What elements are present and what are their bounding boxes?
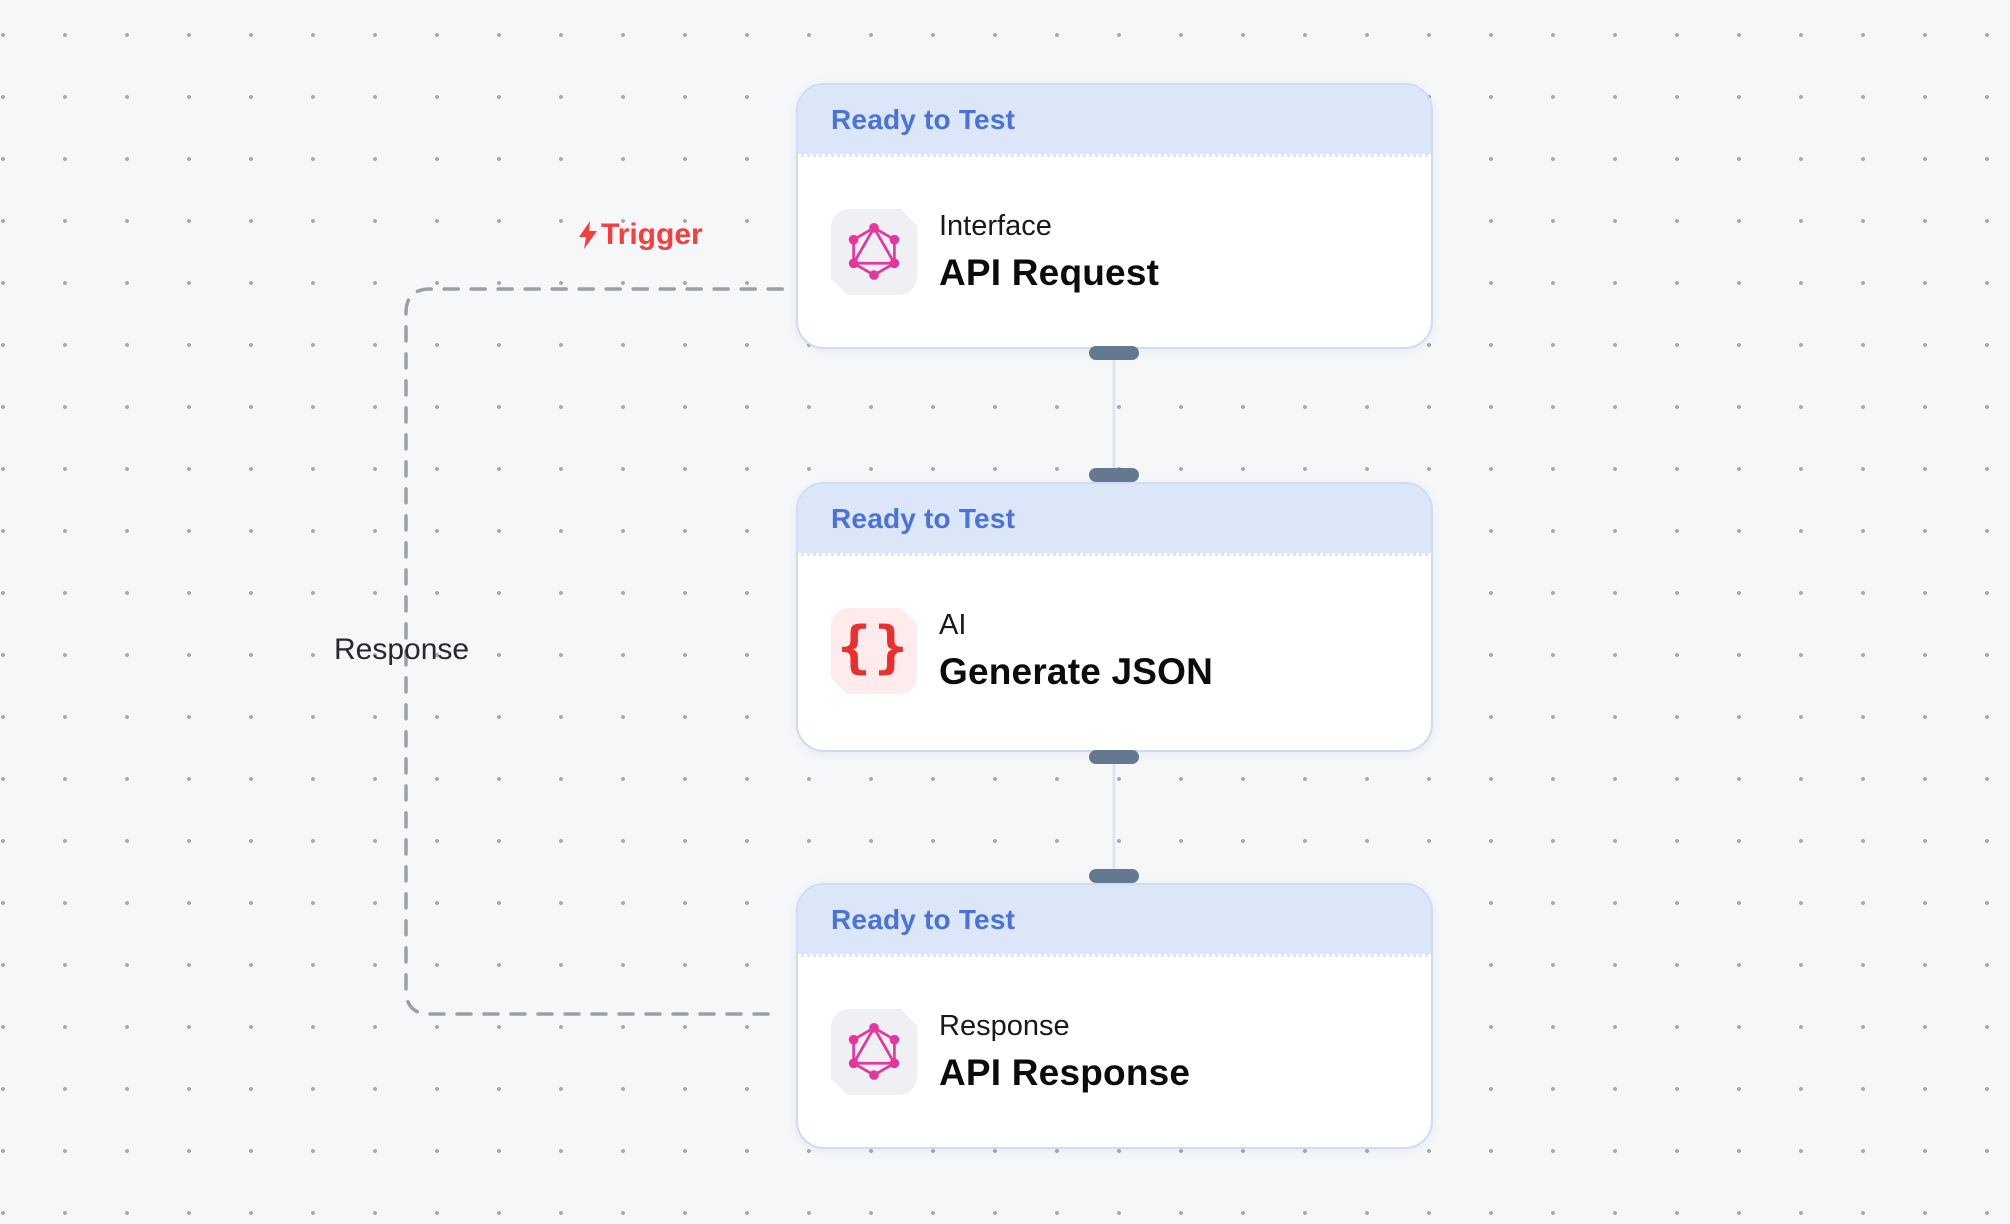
lightning-bolt-icon <box>579 221 597 249</box>
braces-icon: {} <box>837 615 911 680</box>
tile-corner-cut <box>814 677 848 711</box>
node-status-label: Ready to Test <box>831 903 1016 935</box>
port-handle-node2-bottom[interactable] <box>1089 750 1139 764</box>
node-category: Interface <box>939 210 1052 242</box>
node-title: API Response <box>939 1052 1191 1093</box>
trigger-label-text: Trigger <box>601 218 703 251</box>
node-status-header: Ready to Test <box>798 85 1431 157</box>
node-title: Generate JSON <box>939 651 1214 692</box>
node-api-request[interactable]: Ready to Test In <box>796 83 1433 349</box>
tile-corner-cut <box>814 1078 848 1112</box>
node-generate-json[interactable]: Ready to Test {} AI Generate JSON <box>796 482 1433 752</box>
trigger-edge-label: Trigger <box>576 218 703 252</box>
node-body: {} AI Generate JSON <box>798 556 1431 746</box>
node-body: Response API Response <box>798 957 1431 1147</box>
node-category: Response <box>939 1010 1070 1042</box>
node-status-header: Ready to Test <box>798 885 1431 957</box>
port-handle-node3-top[interactable] <box>1089 869 1139 883</box>
node-api-response[interactable]: Ready to Test Re <box>796 883 1433 1149</box>
node-icon-tile <box>814 992 934 1112</box>
node-status-label: Ready to Test <box>831 103 1016 135</box>
node-status-label: Ready to Test <box>831 502 1016 534</box>
port-handle-node1-bottom[interactable] <box>1089 346 1139 360</box>
node-status-header: Ready to Test <box>798 484 1431 556</box>
tile-corner-cut <box>900 992 934 1026</box>
tile-corner-cut <box>900 192 934 226</box>
response-edge-label: Response <box>334 633 470 666</box>
node-category: AI <box>939 609 967 641</box>
node-icon-tile: {} <box>814 591 934 711</box>
edge-response-loop[interactable] <box>404 287 785 1016</box>
node-icon-tile <box>814 192 934 312</box>
node-texts: AI Generate JSON <box>939 609 1213 693</box>
node-texts: Response API Response <box>939 1010 1190 1094</box>
tile-corner-cut <box>814 278 848 312</box>
node-body: Interface API Request <box>798 157 1431 347</box>
node-texts: Interface API Request <box>939 210 1159 294</box>
port-handle-node2-top[interactable] <box>1089 468 1139 482</box>
node-title: API Request <box>939 252 1160 293</box>
graphql-icon <box>848 223 900 280</box>
graphql-icon <box>848 1023 900 1080</box>
